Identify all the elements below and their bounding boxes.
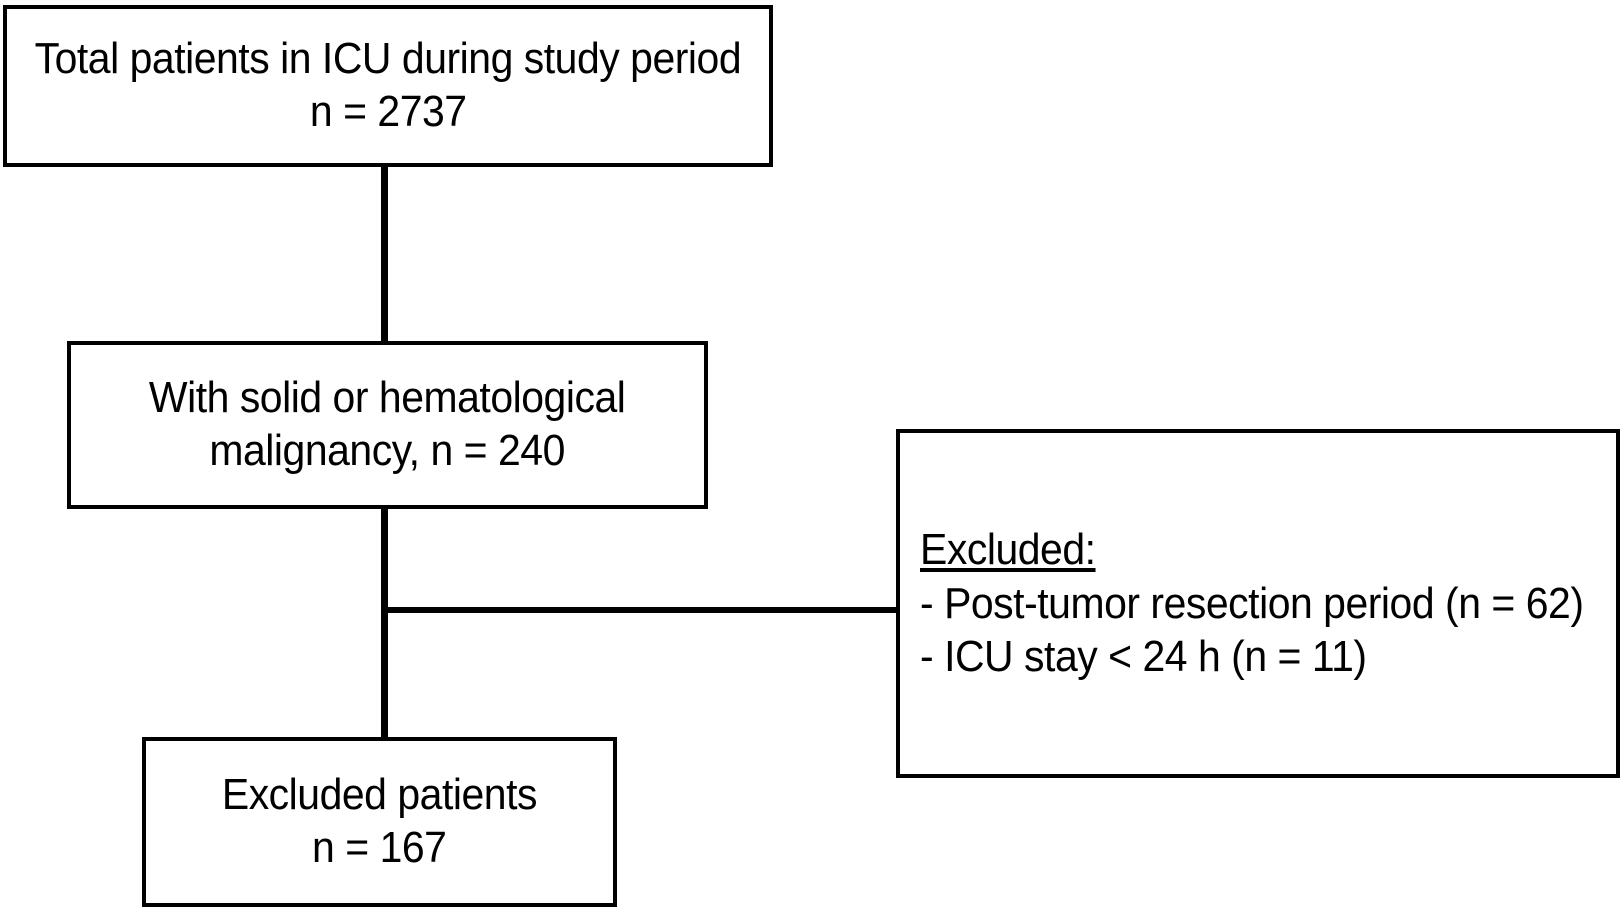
node-excluded-reasons-line1: - Post-tumor resection period (n = 62) xyxy=(920,578,1584,628)
node-malignancy: With solid or hematological malignancy, … xyxy=(67,341,708,509)
connector-branch-to-excluded-reasons xyxy=(381,607,899,613)
node-total-patients-line2: n = 2737 xyxy=(309,87,467,136)
node-excluded-reasons-heading: Excluded: xyxy=(920,524,1096,574)
node-excluded-patients-line2: n = 167 xyxy=(312,823,447,872)
connector-total-to-malignancy xyxy=(381,164,388,344)
node-excluded-patients: Excluded patients n = 167 xyxy=(142,737,617,907)
node-excluded-reasons: Excluded: - Post-tumor resection period … xyxy=(896,429,1620,778)
connector-malignancy-to-excluded-patients xyxy=(381,505,388,741)
node-excluded-reasons-line2: - ICU stay < 24 h (n = 11) xyxy=(920,632,1367,682)
node-excluded-patients-line1: Excluded patients xyxy=(221,770,538,820)
node-malignancy-line2: malignancy, n = 240 xyxy=(209,426,566,475)
node-total-patients: Total patients in ICU during study perio… xyxy=(3,5,773,167)
node-malignancy-line1: With solid or hematological xyxy=(149,373,626,423)
node-total-patients-line1: Total patients in ICU during study perio… xyxy=(34,34,742,84)
